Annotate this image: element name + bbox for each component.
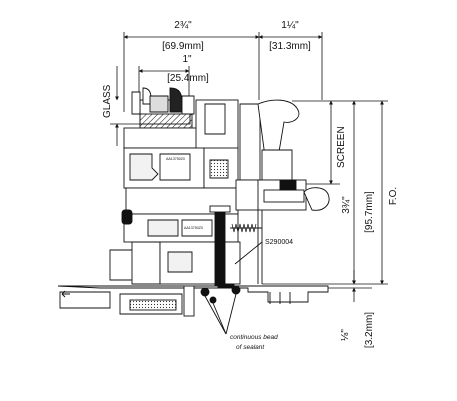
- screen-offset-mm-label: [31.3mm]: [269, 41, 311, 52]
- sealant-note-line2: of sealant: [236, 344, 265, 351]
- screen-offset-label: 1¼": [281, 19, 299, 31]
- overall-width-label: 2¾": [174, 20, 192, 31]
- profile-code-2: AA13750Z0: [184, 226, 203, 230]
- glass-depth-mm-label: [25.4mm]: [167, 73, 209, 84]
- sealant-note-line1: continuous bead: [230, 334, 278, 341]
- sill-gap-mm-label: [3.2mm]: [364, 312, 375, 348]
- screen-label: SCREEN: [336, 126, 347, 168]
- glass-depth-label: 1": [182, 54, 192, 65]
- part-number-label: S290004: [265, 239, 293, 246]
- profile-code-1: AA13750Z0: [166, 157, 185, 161]
- glass-label: GLASS: [102, 84, 113, 118]
- fo-label: F.O.: [388, 187, 399, 205]
- dimension-lines: [110, 32, 388, 302]
- frame-height-label: 3¾": [341, 196, 352, 214]
- frame-height-mm-label: [95.7mm]: [364, 191, 375, 233]
- overall-width-mm-label: [69.9mm]: [162, 41, 204, 52]
- sill-gap-label: ⅛": [340, 329, 351, 341]
- window-profile: [57, 87, 330, 335]
